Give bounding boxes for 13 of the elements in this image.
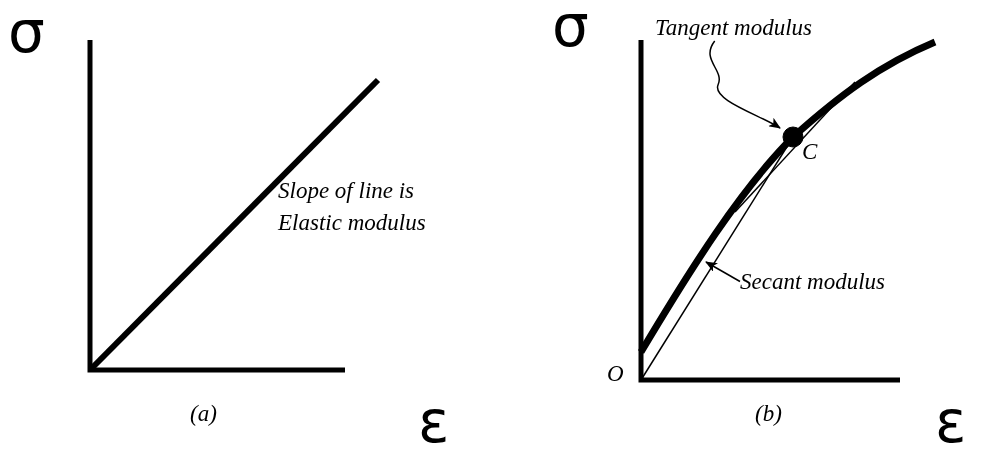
axis-symbol: ε bbox=[418, 392, 450, 452]
callout-text: Tangent modulus bbox=[655, 14, 812, 41]
panel-label: (b) bbox=[755, 400, 782, 427]
panel-label: O bbox=[607, 360, 624, 387]
axis-symbol: σ bbox=[8, 2, 45, 62]
annotation-text: Slope of line is Elastic modulus bbox=[278, 177, 427, 237]
leader-line bbox=[709, 40, 781, 129]
leader-line bbox=[705, 261, 741, 283]
axis-symbol: ε bbox=[935, 392, 967, 452]
panel-label: (a) bbox=[190, 400, 217, 427]
panel-label: C bbox=[802, 138, 818, 165]
callout-text: Secant modulus bbox=[740, 268, 885, 295]
axis-symbol: σ bbox=[552, 0, 589, 56]
